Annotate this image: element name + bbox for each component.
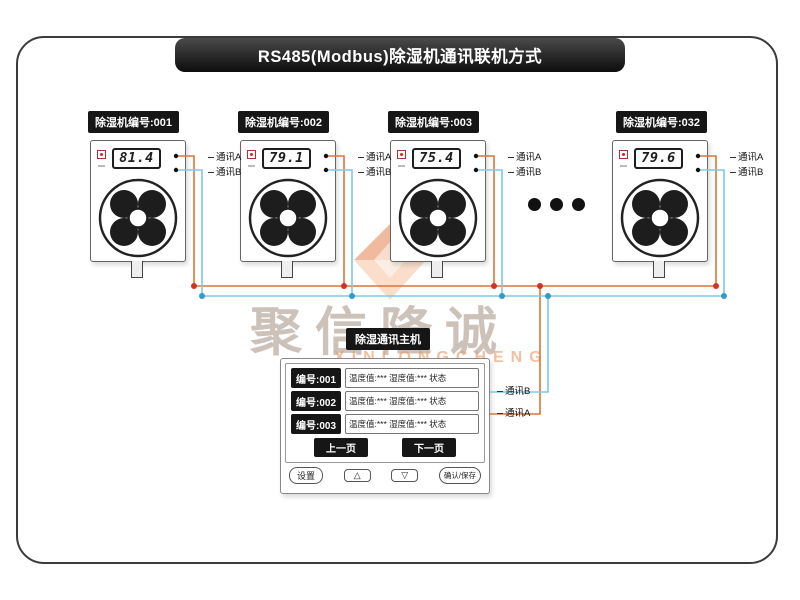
dot (528, 198, 541, 211)
dot (550, 198, 563, 211)
page-title: RS485(Modbus)除湿机通讯联机方式 (175, 38, 625, 72)
confirm-save-button[interactable]: 确认/保存 (438, 467, 481, 484)
row-value: 温度值:*** 湿度值:*** 状态 (345, 368, 479, 388)
unit-leg (131, 261, 143, 278)
fan-icon (620, 178, 700, 258)
dehumidifier-unit-2: 79.1 (240, 140, 336, 278)
unit-3-label: 除湿机编号:003 (388, 111, 480, 133)
unit-3-port-b-label: 通讯B (508, 164, 541, 178)
power-led-icon (397, 150, 406, 159)
unit-4-label: 除湿机编号:032 (616, 111, 708, 133)
fan-icon (98, 178, 178, 258)
dehumidifier-unit-4: 79.6 (612, 140, 708, 278)
fan-icon (248, 178, 328, 258)
up-button[interactable]: △ (343, 469, 371, 482)
unit-4-port-b-label: 通讯B (730, 164, 763, 178)
vent-mark (398, 165, 405, 167)
master-screen: 编号:001 温度值:*** 湿度值:*** 状态 编号:002 温度值:***… (285, 363, 485, 463)
diagram-frame (16, 36, 778, 564)
unit-2-display: 79.1 (262, 148, 311, 169)
unit-3-display: 75.4 (412, 148, 461, 169)
vent-mark (98, 165, 105, 167)
master-controller: 编号:001 温度值:*** 湿度值:*** 状态 编号:002 温度值:***… (280, 358, 490, 494)
master-port-a-label: 通讯A (497, 405, 530, 419)
next-page-button[interactable]: 下一页 (402, 438, 456, 457)
vent-mark (620, 165, 627, 167)
power-led-icon (97, 150, 106, 159)
master-row: 编号:001 温度值:*** 湿度值:*** 状态 (291, 368, 479, 388)
down-button[interactable]: ▽ (391, 469, 419, 482)
master-port-b-label: 通讯B (497, 383, 530, 397)
fan-icon (398, 178, 478, 258)
unit-1-port-b-label: 通讯B (208, 164, 241, 178)
row-id-badge: 编号:003 (291, 414, 342, 434)
unit-leg (281, 261, 293, 278)
unit-1-label: 除湿机编号:001 (88, 111, 180, 133)
unit-1-display: 81.4 (112, 148, 161, 169)
unit-2-port-b-label: 通讯B (358, 164, 391, 178)
unit-leg (653, 261, 665, 278)
power-led-icon (619, 150, 628, 159)
more-units-ellipsis (528, 198, 585, 211)
master-row: 编号:002 温度值:*** 湿度值:*** 状态 (291, 391, 479, 411)
row-id-badge: 编号:002 (291, 391, 342, 411)
unit-2-label: 除湿机编号:002 (238, 111, 330, 133)
dot (572, 198, 585, 211)
unit-leg (431, 261, 443, 278)
row-value: 温度值:*** 湿度值:*** 状态 (345, 391, 479, 411)
dehumidifier-unit-3: 75.4 (390, 140, 486, 278)
unit-4-display: 79.6 (634, 148, 683, 169)
unit-3-port-a-label: 通讯A (508, 149, 541, 163)
prev-page-button[interactable]: 上一页 (314, 438, 368, 457)
settings-button[interactable]: 设置 (289, 467, 324, 484)
master-label: 除湿通讯主机 (346, 328, 430, 350)
unit-1-port-a-label: 通讯A (208, 149, 241, 163)
unit-2-port-a-label: 通讯A (358, 149, 391, 163)
master-controls: 设置 △ ▽ 确认/保存 (285, 463, 485, 484)
master-row: 编号:003 温度值:*** 湿度值:*** 状态 (291, 414, 479, 434)
row-value: 温度值:*** 湿度值:*** 状态 (345, 414, 479, 434)
vent-mark (248, 165, 255, 167)
unit-4-port-a-label: 通讯A (730, 149, 763, 163)
power-led-icon (247, 150, 256, 159)
dehumidifier-unit-1: 81.4 (90, 140, 186, 278)
row-id-badge: 编号:001 (291, 368, 342, 388)
